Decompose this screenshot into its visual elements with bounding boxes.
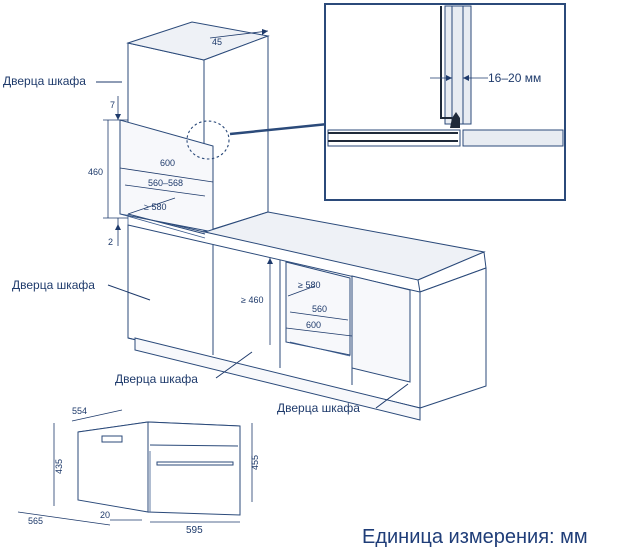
dim-tall-height: 460: [88, 167, 103, 177]
cabinet-door-label-1: Дверца шкафа: [3, 74, 86, 88]
dim-oven-width-front: 595: [186, 525, 203, 536]
gap-label: 16–20 мм: [488, 71, 541, 85]
detail-circle: [186, 120, 230, 160]
detail-connector: [229, 122, 329, 136]
dim-tall-bottom-gap: 2: [108, 237, 113, 247]
cabinet-door-label-2: Дверца шкафа: [12, 278, 95, 292]
dim-oven-height-side: 435: [54, 459, 64, 474]
dim-oven-depth: 565: [28, 516, 43, 526]
cabinet-door-label-3: Дверца шкафа: [115, 372, 198, 386]
cabinet-door-label-4: Дверца шкафа: [277, 401, 360, 415]
dim-oven-height-front: 455: [250, 455, 260, 470]
dim-under-depth: ≥ 580: [298, 280, 320, 290]
oven: [77, 421, 241, 516]
dim-tall-top-depth: 45: [212, 37, 222, 47]
units-caption: Единица измерения: мм: [362, 526, 588, 548]
dim-tall-top-gap: 7: [110, 100, 115, 110]
base-cabinet: [127, 211, 487, 421]
dim-under-height: ≥ 460: [241, 295, 263, 305]
detail-inset: [324, 3, 566, 201]
tall-cabinet: [119, 21, 270, 239]
dim-oven-door: 20: [100, 510, 110, 520]
dim-oven-width-top: 554: [72, 406, 87, 416]
dim-tall-width-outer: 600: [160, 158, 175, 168]
dim-under-width-outer: 600: [306, 320, 321, 330]
dim-tall-width-inner: 560–568: [148, 178, 183, 188]
dim-under-width-inner: 560: [312, 304, 327, 314]
dim-tall-depth: ≥ 580: [144, 202, 166, 212]
